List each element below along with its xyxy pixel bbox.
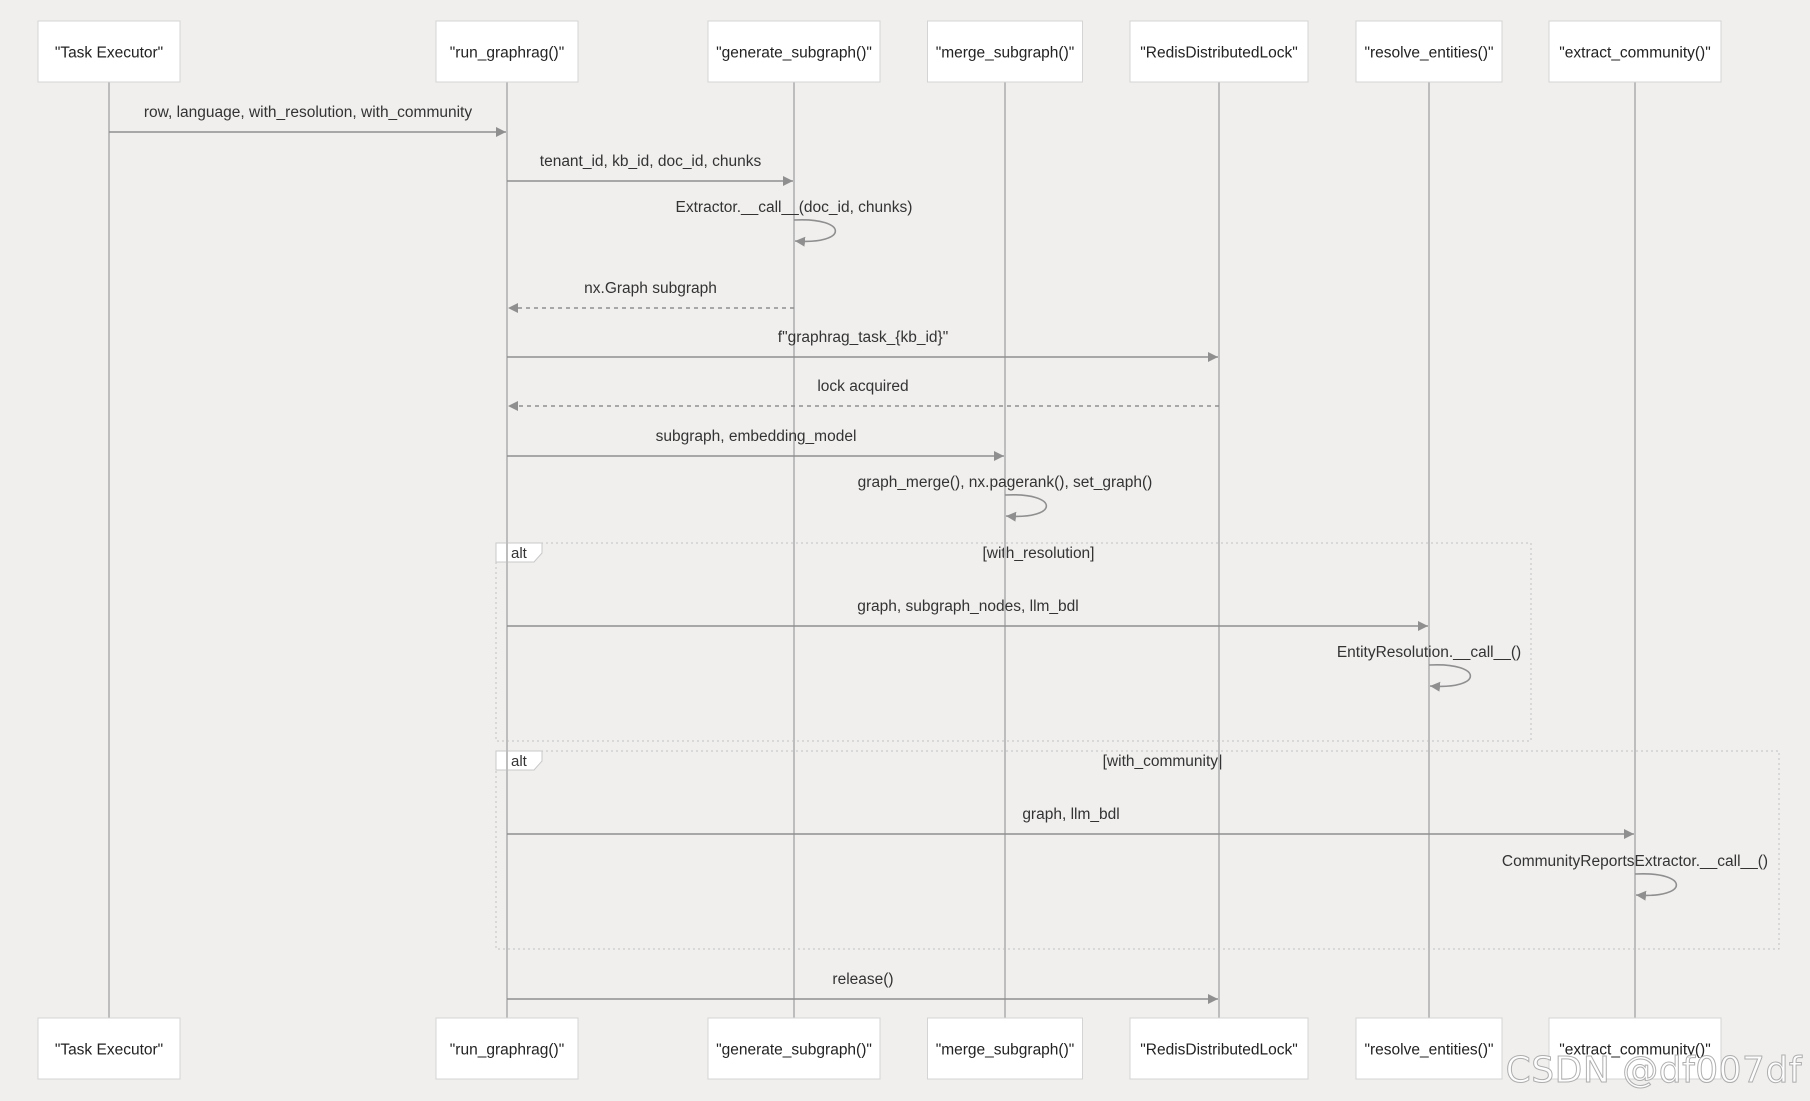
alt-frame — [495, 542, 1532, 742]
participant-box-task — [37, 1017, 181, 1080]
alt-keyword: alt — [511, 753, 528, 770]
message-label: f"graphrag_task_{kb_id}" — [778, 329, 948, 346]
participant-box-run — [435, 1017, 579, 1080]
participant-box-resolve — [1355, 1017, 1503, 1080]
alt-frame — [495, 750, 1780, 950]
participant-label-top-resolve: "resolve_entities()" — [1364, 45, 1493, 62]
participant-box-community — [1548, 20, 1722, 83]
participant-box-gen — [707, 1017, 881, 1080]
self-call-arrow — [1004, 494, 1048, 522]
participant-box-task — [37, 20, 181, 83]
self-call-arrow — [1634, 873, 1678, 901]
participant-label-bottom-task: "Task Executor" — [55, 1042, 163, 1059]
message-label: subgraph, embedding_model — [656, 428, 857, 445]
message-label: Extractor.__call__(doc_id, chunks) — [676, 199, 913, 216]
message-label: graph, subgraph_nodes, llm_bdl — [857, 598, 1078, 615]
participant-label-top-gen: "generate_subgraph()" — [716, 45, 872, 62]
message-label: graph_merge(), nx.pagerank(), set_graph(… — [858, 474, 1153, 491]
participant-box-resolve — [1355, 20, 1503, 83]
participant-label-bottom-resolve: "resolve_entities()" — [1364, 1042, 1493, 1059]
message-label: row, language, with_resolution, with_com… — [144, 104, 473, 121]
alt-keyword: alt — [511, 545, 528, 562]
message-label: EntityResolution.__call__() — [1337, 644, 1521, 661]
message-label: lock acquired — [817, 378, 908, 395]
alt-condition: [with_community] — [1103, 753, 1223, 770]
self-call-arrow — [793, 219, 837, 247]
message-label: CommunityReportsExtractor.__call__() — [1502, 853, 1768, 870]
participant-box-gen — [707, 20, 881, 83]
participant-box-lock — [1129, 20, 1309, 83]
alt-condition: [with_resolution] — [982, 545, 1094, 562]
participant-label-bottom-gen: "generate_subgraph()" — [716, 1042, 872, 1059]
participant-label-top-lock: "RedisDistributedLock" — [1140, 45, 1297, 62]
participant-box-merge — [927, 1017, 1083, 1080]
message-label: release() — [832, 971, 893, 988]
participant-label-top-community: "extract_community()" — [1559, 45, 1710, 62]
participant-box-merge — [927, 20, 1083, 83]
participant-box-community — [1548, 1017, 1722, 1080]
participant-label-bottom-run: "run_graphrag()" — [450, 1042, 564, 1059]
participant-label-bottom-lock: "RedisDistributedLock" — [1140, 1042, 1297, 1059]
message-label: tenant_id, kb_id, doc_id, chunks — [540, 153, 762, 170]
message-label: nx.Graph subgraph — [584, 280, 717, 297]
participant-label-top-merge: "merge_subgraph()" — [936, 45, 1075, 62]
participant-label-bottom-merge: "merge_subgraph()" — [936, 1042, 1075, 1059]
watermark: CSDN @df007df — [1505, 1050, 1802, 1092]
participant-label-bottom-community: "extract_community()" — [1559, 1042, 1710, 1059]
participant-label-top-task: "Task Executor" — [55, 45, 163, 62]
participant-box-run — [435, 20, 579, 83]
self-call-arrow — [1428, 664, 1472, 692]
message-label: graph, llm_bdl — [1022, 806, 1119, 823]
participant-box-lock — [1129, 1017, 1309, 1080]
participant-label-top-run: "run_graphrag()" — [450, 45, 564, 62]
